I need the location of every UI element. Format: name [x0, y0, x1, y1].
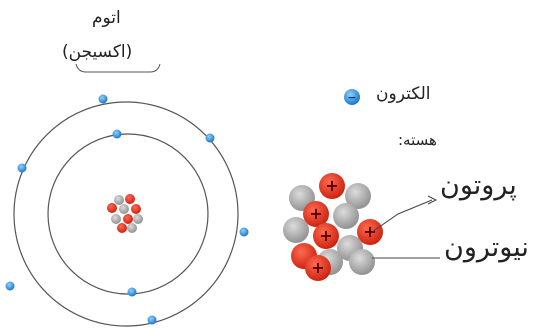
- electron: [98, 94, 108, 104]
- legend-electron-icon: [344, 89, 360, 105]
- proton: [303, 201, 329, 227]
- neutron: [111, 214, 121, 224]
- proton: [117, 223, 127, 233]
- proton-pointer: [371, 199, 433, 233]
- proton-symbols: + + + + +: [309, 176, 376, 277]
- neutron: [127, 223, 137, 233]
- nucleus-label: هسته:: [398, 131, 437, 149]
- proton-symbol: +: [309, 204, 322, 223]
- electron: [17, 163, 27, 173]
- electron-label: الکترون: [376, 84, 431, 104]
- proton: [305, 255, 331, 281]
- atom-subtitle: (اکسیجن): [62, 42, 133, 62]
- proton: [125, 194, 135, 204]
- proton-symbol: +: [311, 258, 324, 277]
- neutron: [333, 203, 359, 229]
- proton-symbol: +: [319, 226, 332, 245]
- electron: [5, 281, 15, 291]
- proton-symbol: +: [325, 176, 338, 195]
- proton: [313, 223, 339, 249]
- proton-symbol: +: [363, 222, 376, 241]
- atom-title: اتوم: [92, 8, 121, 28]
- neutron: [349, 249, 375, 275]
- neutron-label: نیوترون: [444, 232, 529, 263]
- neutron: [119, 204, 129, 214]
- neutron: [283, 217, 309, 243]
- electron: [205, 133, 215, 143]
- proton: [107, 203, 117, 213]
- proton: [123, 214, 133, 224]
- neutron: [345, 183, 371, 209]
- proton-arrowhead: [427, 195, 438, 205]
- nucleus-detail: [283, 173, 383, 281]
- electron-symbol: −: [347, 91, 356, 104]
- atom-nucleus: [107, 194, 143, 233]
- proton: [357, 219, 383, 245]
- electron: [127, 287, 137, 297]
- proton: [131, 204, 141, 214]
- subtitle-bracket: [75, 63, 161, 73]
- proton: [319, 173, 345, 199]
- electrons: [5, 94, 249, 325]
- neutron: [114, 195, 124, 205]
- electron: [112, 129, 122, 139]
- neutron: [133, 214, 143, 224]
- electron: [239, 227, 249, 237]
- proton-label: پروتون: [440, 170, 517, 201]
- outer-orbit: [13, 101, 239, 327]
- electron: [147, 315, 157, 325]
